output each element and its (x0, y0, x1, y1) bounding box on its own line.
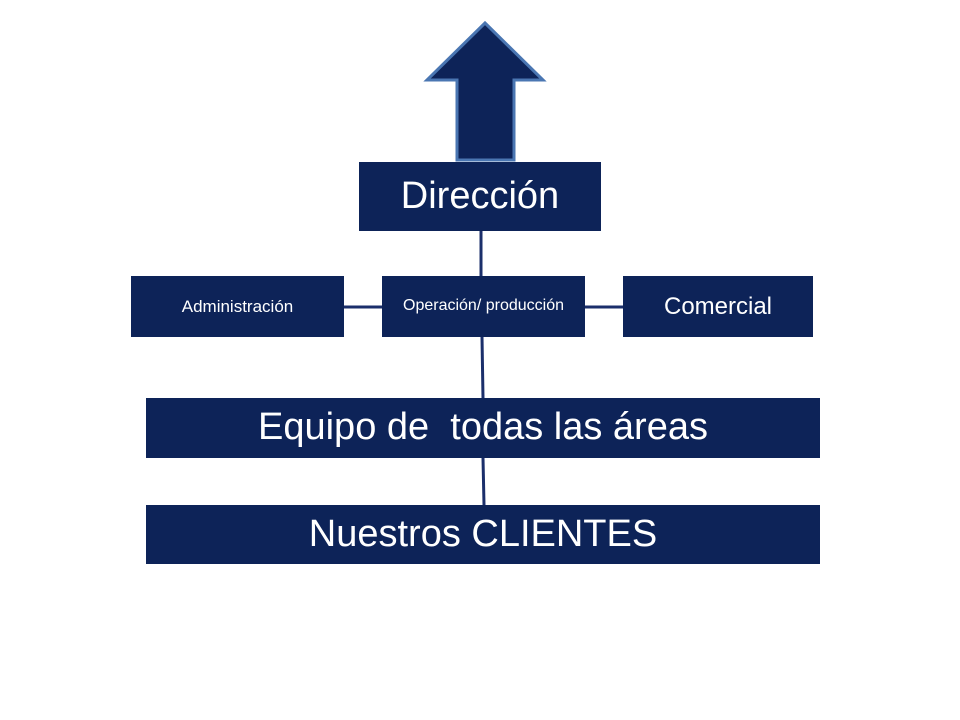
connector-operacion-equipo (480, 336, 485, 399)
clientes-label: Nuestros CLIENTES (308, 512, 658, 555)
administracion-box: Administración (131, 276, 344, 337)
comercial-box: Comercial (623, 276, 813, 337)
connector-equipo-clientes (481, 457, 486, 506)
operacion-produccion-box: Operación/ producción (382, 276, 585, 337)
comercial-label: Comercial (663, 292, 773, 320)
up-arrow-icon (423, 20, 547, 162)
equipo-label: Equipo de todas las áreas (258, 406, 708, 449)
clientes-bar: Nuestros CLIENTES (146, 505, 820, 564)
direccion-label: Dirección (400, 174, 560, 217)
operacion-produccion-label: Operación/ producción (403, 297, 564, 315)
equipo-bar: Equipo de todas las áreas (146, 398, 820, 458)
direccion-box: Dirección (359, 162, 601, 231)
administracion-label: Administración (181, 296, 294, 316)
